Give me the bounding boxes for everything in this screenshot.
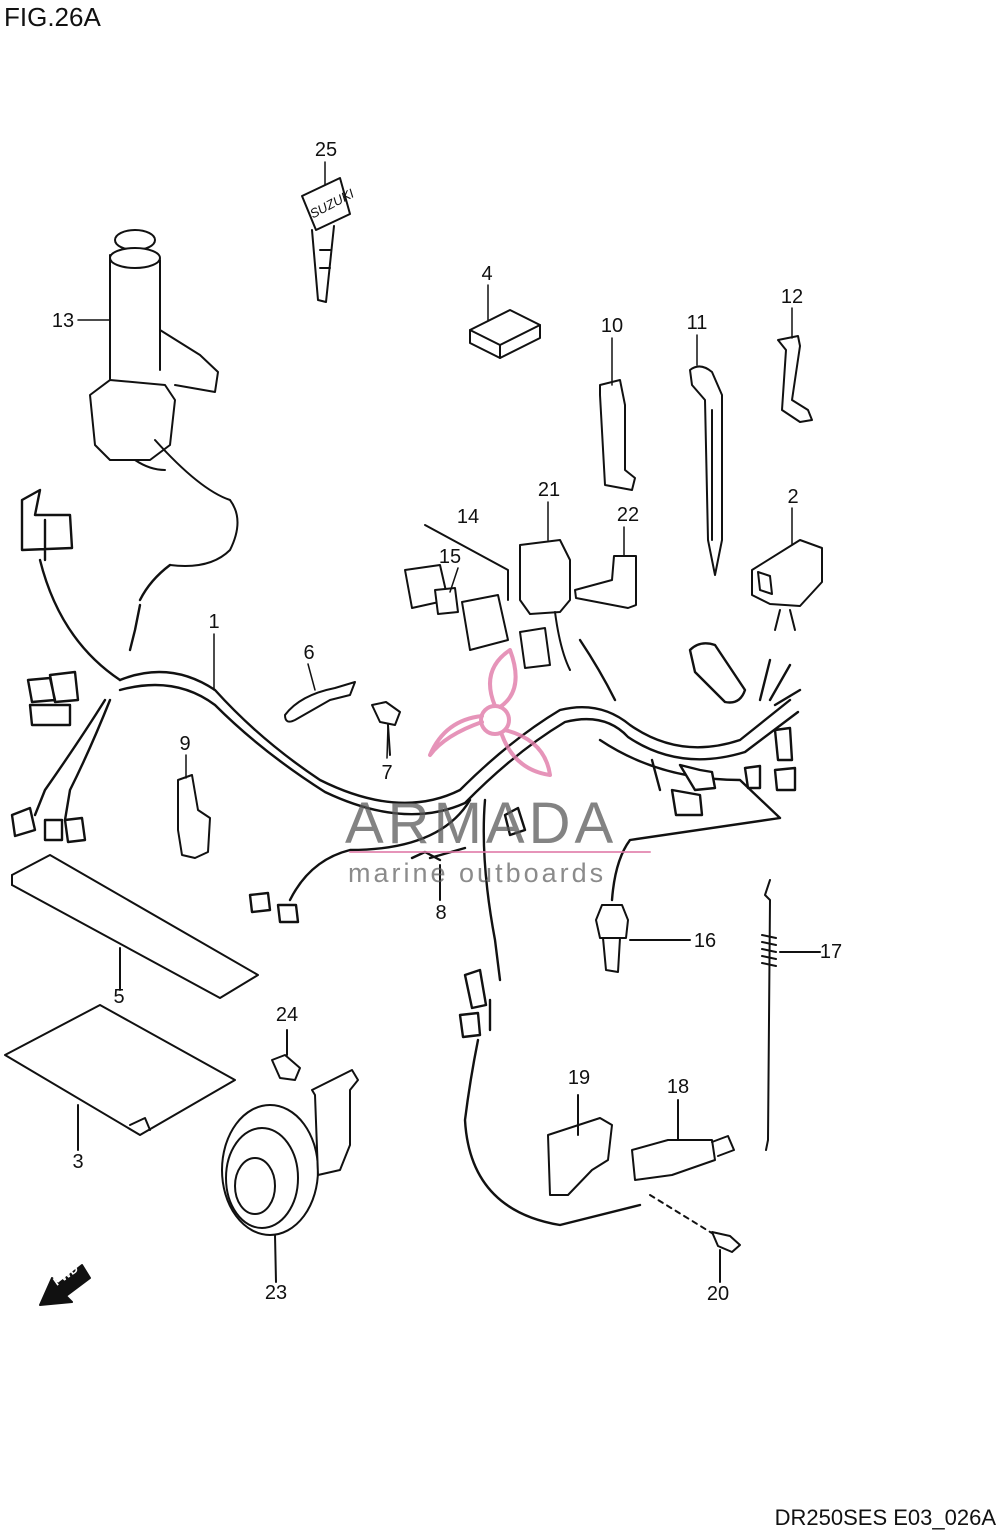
callout-2: 2 xyxy=(787,486,799,508)
callout-5: 5 xyxy=(113,986,125,1008)
part-17-spring-rod xyxy=(761,879,821,1151)
callout-15: 15 xyxy=(438,546,462,568)
part-18-brake-switch xyxy=(631,1099,735,1236)
part-23-horn xyxy=(221,1069,359,1283)
callout-12: 12 xyxy=(780,286,804,308)
part-3-sheet xyxy=(4,1004,236,1151)
callout-21: 21 xyxy=(537,479,561,501)
part-24-bolt xyxy=(271,1029,301,1081)
figure-code: DR250SES E03_026A xyxy=(774,1505,996,1530)
part-22-bracket xyxy=(574,555,637,609)
callout-8: 8 xyxy=(435,902,447,924)
fwd-arrow xyxy=(39,1264,91,1306)
callout-4: 4 xyxy=(481,263,493,285)
part-6-clip xyxy=(284,681,356,723)
callout-10: 10 xyxy=(600,315,624,337)
part-2-relay xyxy=(751,539,823,631)
callout-13: 13 xyxy=(51,310,75,332)
callout-11: 11 xyxy=(686,312,708,334)
part-19-bracket xyxy=(547,1094,613,1196)
callout-14: 14 xyxy=(456,506,480,528)
callout-16: 16 xyxy=(693,930,717,952)
part-10-bracket xyxy=(599,379,636,491)
callout-9: 9 xyxy=(179,733,191,755)
part-20-screw xyxy=(711,1231,741,1283)
callout-25: 25 xyxy=(314,139,338,161)
watermark-logo xyxy=(349,648,651,853)
part-25-key xyxy=(301,177,351,303)
callout-23: 23 xyxy=(264,1282,288,1304)
callout-17: 17 xyxy=(819,941,843,963)
part-12-clamp xyxy=(777,335,813,423)
part-7-bolt xyxy=(371,701,401,756)
part-11-tie-strap xyxy=(689,365,723,576)
callout-18: 18 xyxy=(666,1076,690,1098)
part-13-ignition-switch xyxy=(89,229,239,567)
watermark-tagline: marine outboards xyxy=(348,858,607,888)
watermark-name: ARMADA xyxy=(345,791,618,856)
part-21-relay xyxy=(519,539,571,671)
callout-3: 3 xyxy=(72,1151,84,1173)
part-16-sensor xyxy=(595,904,691,973)
callout-19: 19 xyxy=(567,1067,591,1089)
part-5-sheet xyxy=(11,854,259,999)
callout-22: 22 xyxy=(616,504,640,526)
leader-lines xyxy=(77,161,793,779)
callout-7: 7 xyxy=(381,762,393,784)
callout-1: 1 xyxy=(208,611,220,633)
callout-24: 24 xyxy=(275,1004,299,1026)
figure-title: FIG.26A xyxy=(4,2,101,32)
part-14-15-connectors xyxy=(404,524,551,669)
part-1-wiring-harness xyxy=(10,488,802,1227)
callout-6: 6 xyxy=(303,642,315,664)
part-9-clamp xyxy=(177,774,211,859)
part-4-pad xyxy=(469,309,541,359)
callout-20: 20 xyxy=(706,1283,730,1305)
